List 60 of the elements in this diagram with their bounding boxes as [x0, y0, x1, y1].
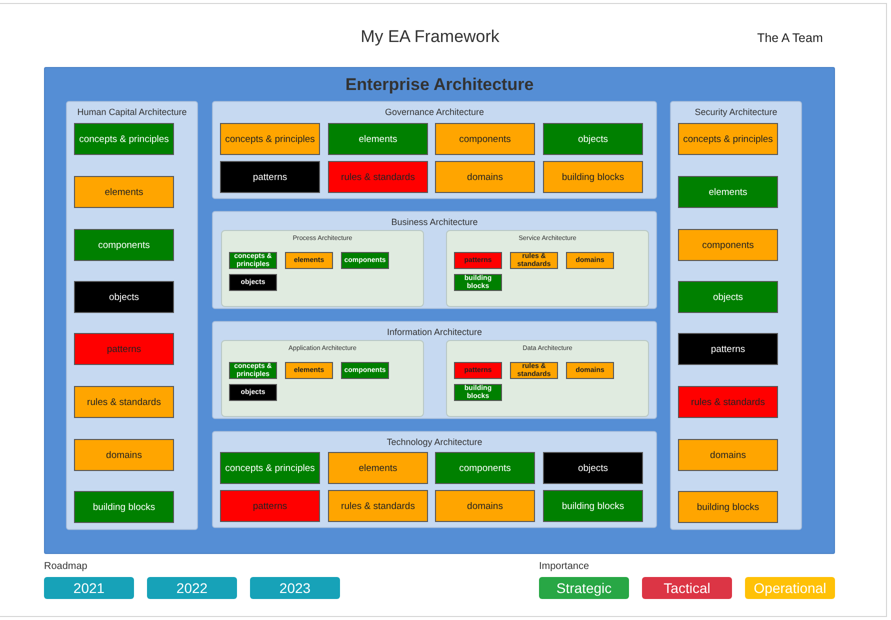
legend-key: Strategic: [539, 577, 629, 599]
category-tile: rules & standards: [74, 386, 174, 418]
team-name: The A Team: [756, 31, 824, 45]
category-tile: rules & standards: [678, 386, 778, 418]
category-tile: concepts & principles: [74, 123, 174, 155]
panel-heading: Technology Architecture: [386, 437, 482, 448]
category-tile: patterns: [74, 333, 174, 365]
category-tile: domains: [435, 161, 535, 193]
category-tile: concepts & principles: [220, 452, 320, 484]
sub-panel: [446, 230, 649, 307]
category-tile: components: [74, 229, 174, 261]
legend-key: Tactical: [642, 577, 732, 599]
architecture-panel: [212, 101, 657, 199]
category-tile: elements: [74, 176, 174, 208]
category-tile: components: [435, 123, 535, 155]
category-tile: patterns: [220, 161, 320, 193]
outer-panel: [44, 67, 835, 554]
category-tile: components: [678, 229, 778, 261]
panel-heading: Information Architecture: [386, 327, 482, 338]
category-tile: domains: [74, 439, 174, 471]
legend-key: Operational: [745, 577, 835, 599]
panel-heading: Governance Architecture: [384, 107, 484, 118]
category-tile: elements: [328, 123, 428, 155]
category-tile: patterns: [220, 490, 320, 522]
panel-heading: Business Architecture: [391, 217, 478, 228]
category-tile: elements: [328, 452, 428, 484]
category-tile: objects: [678, 281, 778, 313]
category-tile: objects: [543, 452, 643, 484]
category-tile: concepts & principles: [678, 123, 778, 155]
category-tile: building blocks: [74, 491, 174, 523]
architecture-panel: [212, 211, 657, 309]
panel-heading: Human Capital Architecture: [77, 107, 187, 118]
category-tile: elements: [678, 176, 778, 208]
year-button: 2022: [147, 577, 237, 599]
category-tile: domains: [435, 490, 535, 522]
section-label: Roadmap: [44, 561, 88, 573]
architecture-panel: [670, 101, 802, 530]
diagram-heading: Enterprise Architecture: [345, 75, 534, 95]
section-label: Importance: [539, 561, 590, 573]
architecture-panel: [212, 431, 657, 528]
sub-panel: [221, 230, 424, 307]
category-tile: patterns: [678, 333, 778, 365]
architecture-panel: [212, 321, 657, 419]
page-title: My EA Framework: [360, 27, 500, 47]
category-tile: objects: [74, 281, 174, 313]
category-tile: building blocks: [543, 161, 643, 193]
category-tile: domains: [678, 439, 778, 471]
panel-heading: Security Architecture: [694, 107, 778, 118]
category-tile: building blocks: [678, 491, 778, 523]
category-tile: building blocks: [543, 490, 643, 522]
sub-panel: [221, 340, 424, 417]
category-tile: components: [435, 452, 535, 484]
category-tile: concepts & principles: [220, 123, 320, 155]
year-button: 2021: [44, 577, 134, 599]
architecture-panel: [66, 101, 198, 530]
sub-panel: [446, 340, 649, 417]
year-button: 2023: [250, 577, 340, 599]
category-tile: rules & standards: [328, 161, 428, 193]
category-tile: objects: [543, 123, 643, 155]
category-tile: rules & standards: [328, 490, 428, 522]
